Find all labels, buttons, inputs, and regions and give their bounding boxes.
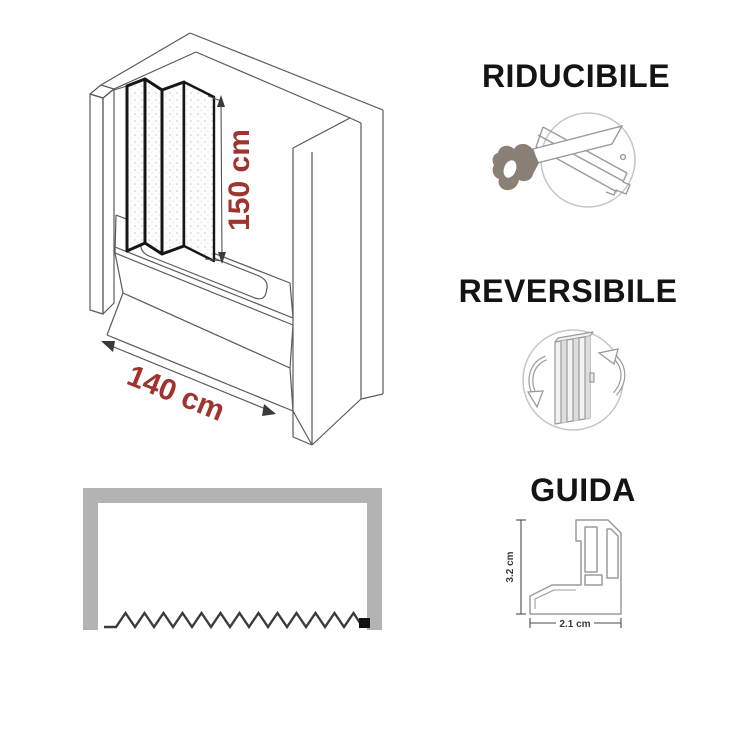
door-handle (589, 372, 595, 383)
frame-right-bar (367, 488, 382, 630)
folding-door-rotation-arrows-icon (522, 329, 626, 431)
handle-grip-hole (503, 160, 517, 178)
walls-outline (89, 32, 384, 446)
zigzag-end-block (359, 618, 370, 628)
feature-title-reversibile: REVERSIBILE (458, 273, 678, 309)
arrow-up-left-icon (101, 341, 115, 352)
rotation-arrows (526, 348, 626, 409)
feature-title-riducibile: RIDUCIBILE (481, 58, 671, 94)
feature-title-guida: GUIDA (530, 472, 636, 508)
height-dimension-label: 150 cm (223, 129, 256, 231)
arrow-up-icon (217, 95, 225, 107)
arrow-head-right (597, 348, 619, 366)
profile-width-label: 2.1 cm (559, 619, 590, 630)
arrow-head-left (526, 390, 544, 409)
zigzag-cut-line (104, 610, 362, 630)
saw-handle (492, 143, 539, 191)
arrow-down-icon (218, 252, 226, 264)
width-dimension: 140 cm (101, 341, 276, 428)
profile-shape (529, 519, 622, 615)
profile-height-dimension: 3.2 cm (505, 519, 526, 615)
profile-width-dimension: 2.1 cm (529, 617, 622, 630)
track-profile-cross-section: 3.2 cm 2.1 cm (505, 519, 622, 630)
profile-height-label: 3.2 cm (505, 551, 516, 582)
height-dimension: 150 cm (204, 95, 256, 264)
arrow-down-right-icon (262, 404, 276, 416)
frame-top-bar (83, 488, 382, 503)
bathtub-isometric-diagram: 150 cm 140 cm (89, 32, 384, 446)
width-dimension-label: 140 cm (122, 359, 229, 428)
frame-bars (83, 488, 382, 630)
saw-cutting-profile-icon (492, 112, 636, 208)
reducible-frame-diagram (83, 488, 382, 630)
frame-left-bar (83, 488, 98, 630)
folding-screen (113, 77, 216, 263)
folding-door (554, 331, 595, 425)
